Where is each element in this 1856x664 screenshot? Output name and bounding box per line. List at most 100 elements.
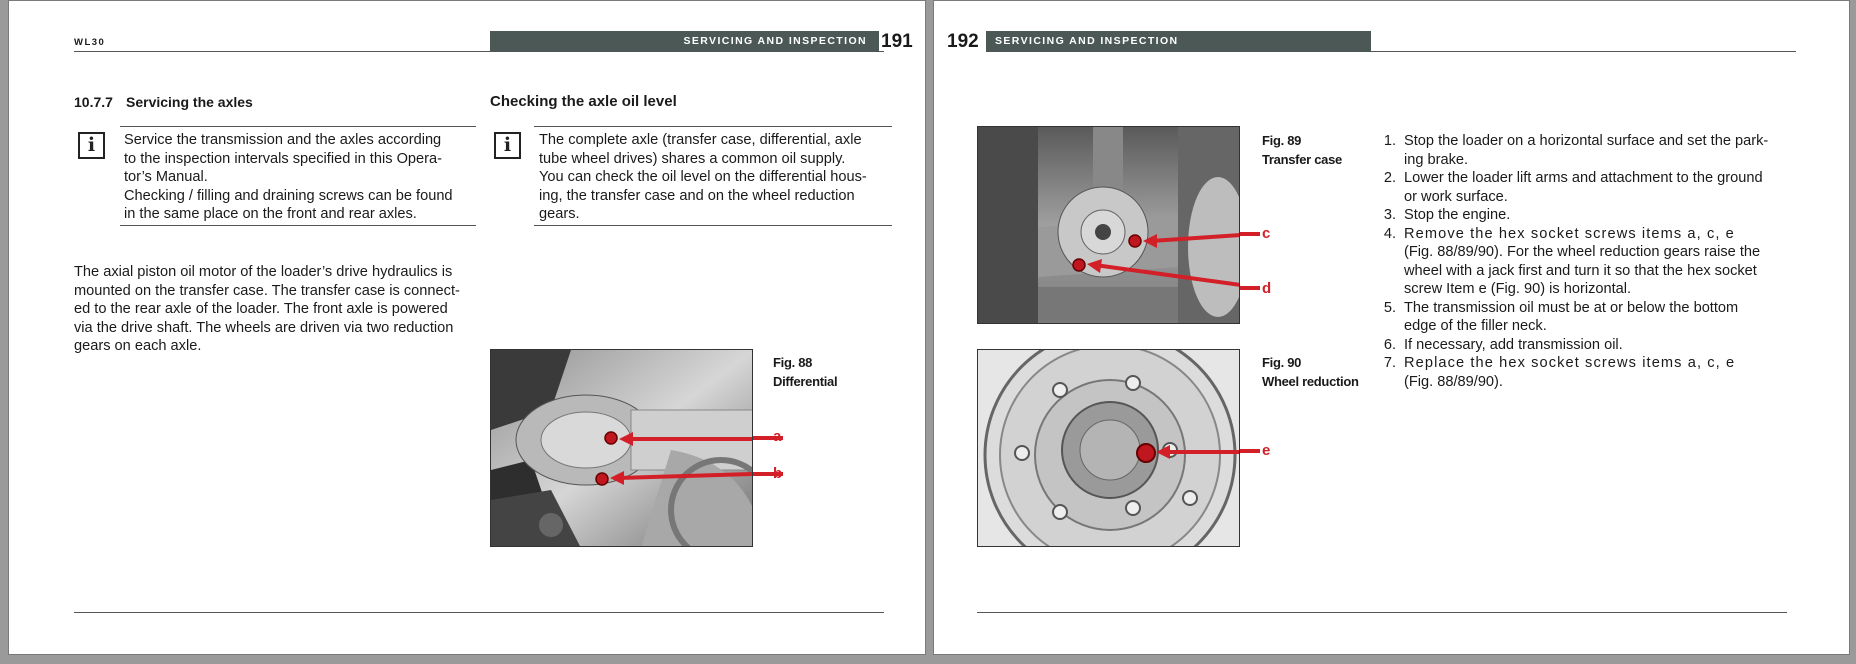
figure-label: Fig. 88 — [773, 355, 813, 370]
info-text-axles: Service the transmission and the axles a… — [124, 131, 476, 224]
info-rule-bottom — [534, 225, 892, 226]
callout-c: c — [1262, 225, 1271, 242]
text-line: Stop the engine. — [1404, 207, 1511, 223]
differential-photo — [490, 349, 753, 547]
info-text-oil-level: The complete axle (transfer case, differ… — [539, 131, 892, 224]
header-title: SERVICING AND INSPECTION — [995, 35, 1179, 47]
footer-rule — [977, 612, 1787, 613]
text-line: or work surface. — [1404, 188, 1508, 205]
procedure-steps: 1. Stop the loader on a horizontal surfac… — [1374, 132, 1799, 391]
text-line: Remove the hex socket screws items a, c,… — [1404, 225, 1735, 242]
step-number: 6. — [1383, 336, 1396, 353]
info-rule-top — [120, 126, 476, 127]
callout-line-a — [753, 436, 783, 440]
transfer-case-photo — [977, 126, 1240, 324]
step-number: 3. — [1383, 207, 1396, 223]
section-number: 10.7.7 — [74, 94, 113, 110]
text-line: The complete axle (transfer case, differ… — [539, 132, 862, 148]
header-rule — [74, 51, 884, 52]
info-rule-bottom — [120, 225, 476, 226]
text-line: via the drive shaft. The wheels are driv… — [74, 319, 454, 336]
step-item: 4. Remove the hex socket screws items a, … — [1374, 225, 1799, 299]
step-item: 2. Lower the loader lift arms and attachm… — [1374, 169, 1799, 206]
callout-a: a — [773, 428, 782, 445]
text-line: tube wheel drives) shares a common oil s… — [539, 150, 846, 167]
text-line: mounted on the transfer case. The transf… — [74, 282, 460, 299]
text-line: gears on each axle. — [74, 338, 202, 354]
callout-line-b — [753, 472, 783, 476]
figure-title: Differential — [773, 373, 838, 389]
text-line: Lower the loader lift arms and attachmen… — [1404, 170, 1763, 186]
info-icon: i — [494, 132, 521, 159]
text-line: (Fig. 88/89/90). For the wheel reduction… — [1404, 244, 1761, 260]
section-heading: 10.7.7 Servicing the axles — [74, 94, 253, 110]
figure-label: Fig. 89 — [1262, 133, 1302, 148]
text-line: Checking / filling and draining screws c… — [124, 187, 453, 204]
step-number: 5. — [1383, 299, 1396, 316]
text-line: Replace the hex socket screws items a, c… — [1404, 355, 1736, 371]
text-line: The transmission oil must be at or below… — [1404, 299, 1739, 316]
step-item: 7. Replace the hex socket screws items a,… — [1374, 354, 1799, 391]
step-item: 5. The transmission oil must be at or bel… — [1374, 299, 1799, 336]
text-line: wheel with a jack first and turn it so t… — [1404, 262, 1757, 279]
callout-line-e — [1240, 449, 1260, 453]
figure-caption: Fig. 88 Differential — [773, 354, 838, 391]
step-text: Stop the engine. — [1404, 206, 1799, 225]
header-rule — [986, 51, 1796, 52]
text-line: Stop the loader on a horizontal surface … — [1404, 133, 1769, 149]
section-title: Servicing the axles — [126, 94, 253, 110]
text-line: ed to the rear axle of the loader. The f… — [74, 301, 448, 317]
step-item: 1. Stop the loader on a horizontal surfac… — [1374, 132, 1799, 169]
figure-title: Wheel reduction — [1262, 373, 1359, 389]
step-number: 7. — [1383, 355, 1396, 371]
text-line: If necessary, add transmission oil. — [1404, 336, 1623, 353]
text-line: edge of the filler neck. — [1404, 318, 1547, 334]
callout-e: e — [1262, 442, 1271, 459]
info-rule-top — [534, 126, 892, 127]
figure-caption: Fig. 90 Wheel reduction — [1262, 354, 1359, 391]
step-number: 1. — [1383, 133, 1396, 149]
info-box-axles: i Service the transmission and the axles… — [74, 126, 476, 226]
text-line: The axial piston oil motor of the loader… — [74, 264, 453, 280]
text-line: to the inspection intervals specified in… — [124, 150, 442, 167]
text-line: Service the transmission and the axles a… — [124, 132, 442, 148]
text-line: screw Item e (Fig. 90) is horizontal. — [1404, 281, 1632, 297]
page-191: WL30 SERVICING AND INSPECTION 191 10.7.7… — [8, 0, 926, 655]
figure-title: Transfer case — [1262, 151, 1342, 167]
step-item: 3. Stop the engine. — [1374, 206, 1799, 225]
footer-rule — [74, 612, 884, 613]
callout-b: b — [773, 465, 783, 482]
text-line: tor’s Manual. — [124, 169, 208, 185]
page-192: 192 SERVICING AND INSPECTION — [933, 0, 1850, 655]
text-line: ing, the transfer case and on the wheel … — [539, 187, 855, 204]
header-bar: SERVICING AND INSPECTION — [986, 31, 1371, 52]
info-icon: i — [78, 132, 105, 159]
text-line: ing brake. — [1404, 151, 1469, 168]
oil-level-heading: Checking the axle oil level — [490, 93, 677, 110]
callout-line-d — [1240, 286, 1260, 290]
text-line: in the same place on the front and rear … — [124, 206, 417, 222]
callout-line-c — [1240, 232, 1260, 236]
step-text: Stop the loader on a horizontal surface … — [1404, 132, 1799, 169]
step-text: If necessary, add transmission oil. — [1404, 336, 1799, 355]
step-number: 4. — [1383, 225, 1396, 242]
wheel-reduction-photo — [977, 349, 1240, 547]
callout-d: d — [1262, 280, 1272, 297]
step-text: Lower the loader lift arms and attachmen… — [1404, 169, 1799, 206]
figure-caption: Fig. 89 Transfer case — [1262, 132, 1342, 169]
text-line: gears. — [539, 206, 580, 222]
page-number: 191 — [881, 31, 913, 52]
info-box-oil-level: i The complete axle (transfer case, diff… — [490, 126, 892, 226]
step-text: Remove the hex socket screws items a, c,… — [1404, 225, 1799, 299]
header-title: SERVICING AND INSPECTION — [683, 35, 867, 47]
step-text: Replace the hex socket screws items a, c… — [1404, 354, 1799, 391]
text-line: (Fig. 88/89/90). — [1404, 373, 1503, 390]
step-number: 2. — [1383, 170, 1396, 186]
body-paragraph: The axial piston oil motor of the loader… — [74, 263, 476, 356]
brand-label: WL30 — [74, 37, 106, 48]
page-number: 192 — [947, 31, 979, 52]
step-text: The transmission oil must be at or below… — [1404, 299, 1799, 336]
figure-label: Fig. 90 — [1262, 355, 1302, 370]
step-item: 6. If necessary, add transmission oil. — [1374, 336, 1799, 355]
text-line: You can check the oil level on the diffe… — [539, 169, 867, 185]
